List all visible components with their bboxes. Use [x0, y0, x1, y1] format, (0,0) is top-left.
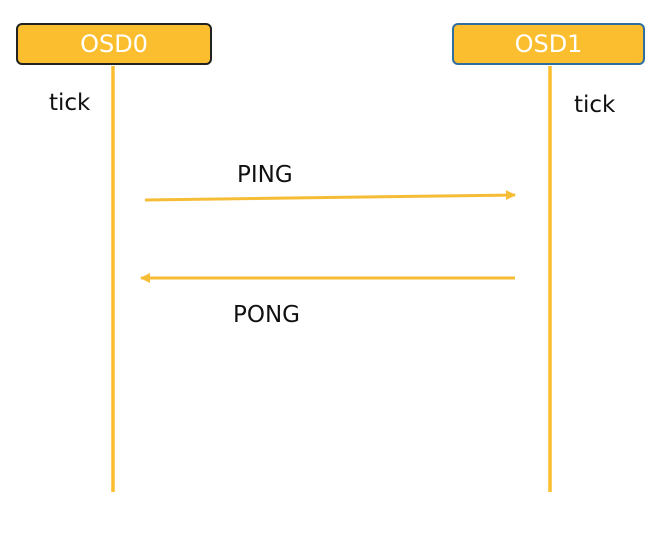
node-osd1-label: OSD1 [514, 30, 583, 58]
osd1-tick-label: tick [574, 92, 616, 118]
node-osd0: OSD0 [16, 23, 212, 65]
ping-message-label: PING [237, 162, 293, 188]
node-osd0-label: OSD0 [80, 30, 148, 58]
osd0-tick-label: tick [49, 90, 91, 116]
ping-arrow [144, 190, 516, 202]
pong-message-label: PONG [233, 302, 301, 328]
node-osd1: OSD1 [452, 23, 645, 65]
